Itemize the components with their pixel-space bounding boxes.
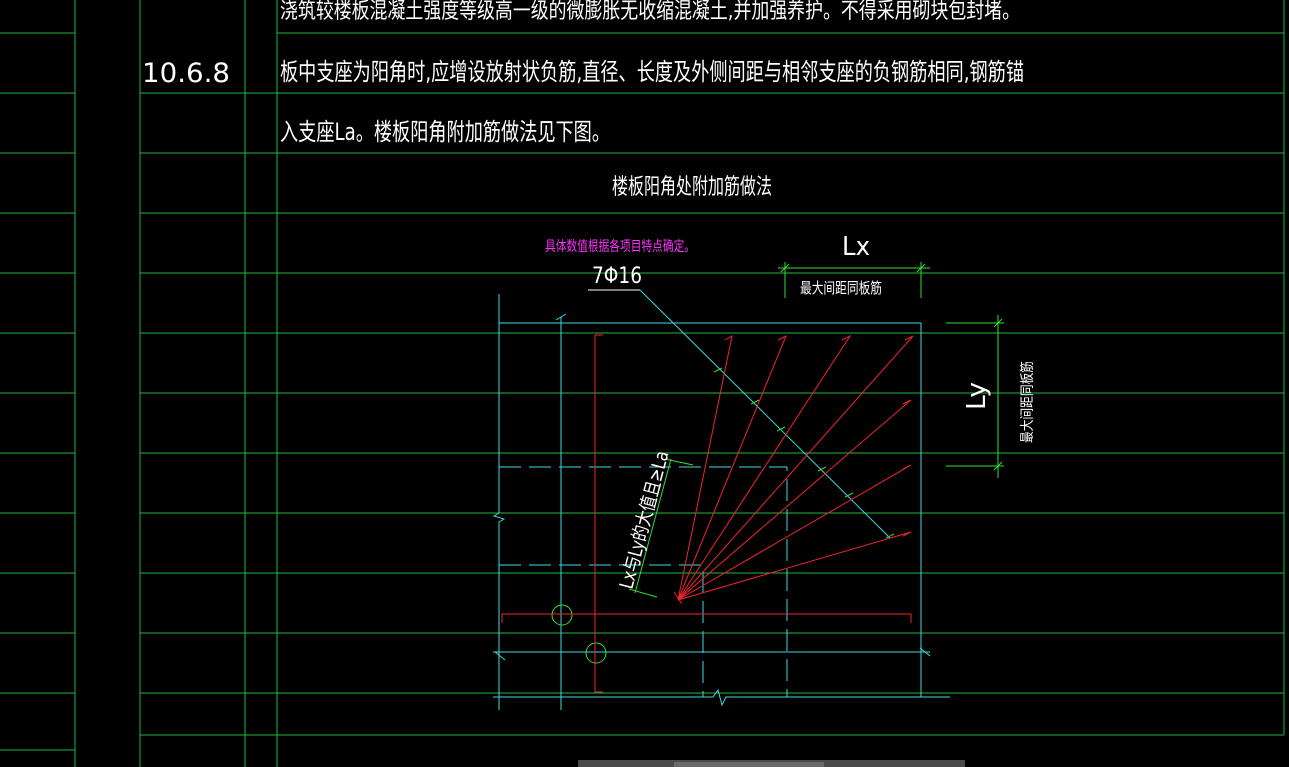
spec-line-1: 板中支座为阳角时,应增设放射状负筋,直径、长度及外侧间距与相邻支座的负钢筋相同,… [280,58,1024,86]
rebar-leader-line [639,289,891,539]
axis-bubble-upper [551,604,573,626]
ly-caption: 最大间距同板筋 [1019,361,1036,443]
lx-dimension [778,262,930,298]
axis-bubble-lower [585,642,607,664]
spec-line-2: 入支座La。楼板阳角附加筋做法见下图。 [280,118,610,146]
ly-label: Ly [962,382,992,410]
leader-ticks [713,367,895,539]
lx-caption: 最大间距同板筋 [800,279,882,297]
clause-number: 10.6.8 [142,58,230,89]
figure-title: 楼板阳角处附加筋做法 [612,175,772,200]
lx-label: Lx [842,232,870,262]
spec-line-top: 浇筑较楼板混凝土强度等级高一级的微膨胀无收缩混凝土,并加强养护。不得采用砌块包封… [280,0,1020,24]
bottom-scrollbar-thumb[interactable] [674,762,824,767]
rebar-label: 7Φ16 [592,264,642,289]
diagonal-label: Lx与Ly的大值且≥La [616,448,674,591]
diagonal-dimension [628,458,694,598]
magenta-note: 具体数值根据各项目特点确定。 [545,239,695,255]
slab-outline [492,294,950,710]
ly-dimension [946,315,1004,478]
red-rebars [501,334,914,693]
